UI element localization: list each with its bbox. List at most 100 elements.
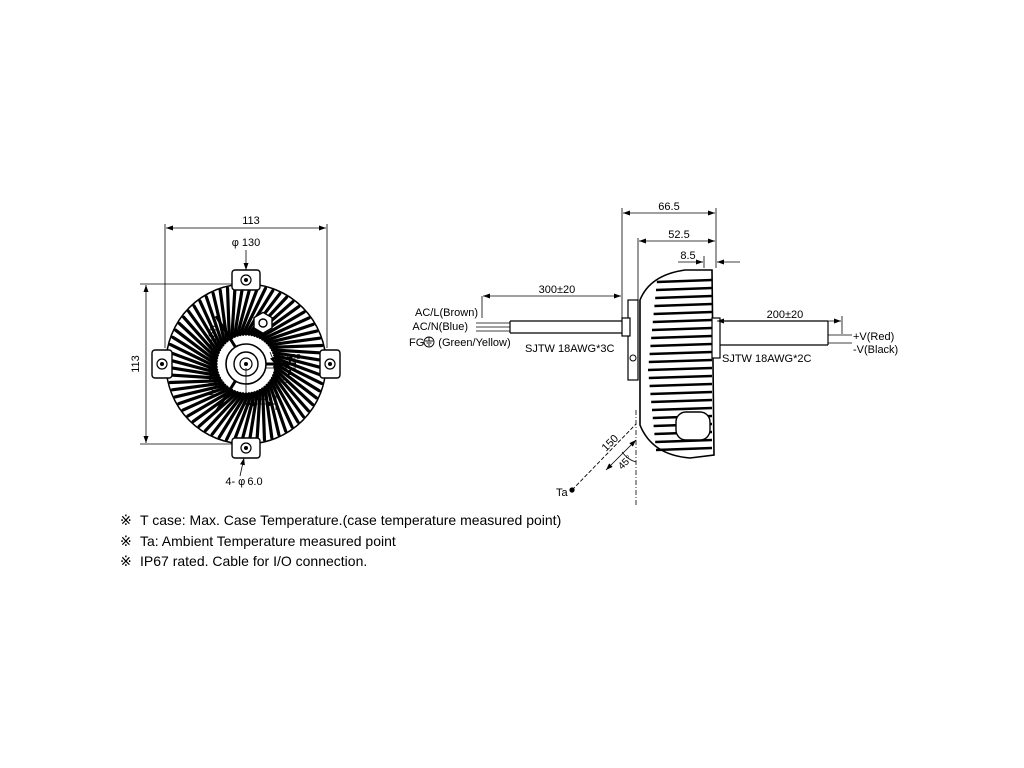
fin: [270, 376, 300, 424]
tcase-dimensions: [245, 356, 296, 410]
fin: [177, 321, 219, 360]
fin: [273, 371, 310, 413]
output-cable-length: 200±20: [767, 309, 804, 321]
height-dimension: [140, 283, 246, 445]
tcase-point: [273, 364, 279, 370]
fin: [167, 373, 222, 380]
fin: [263, 385, 274, 440]
fin: [273, 356, 325, 378]
ac-n-label: AC/N(Blue): [412, 321, 468, 333]
fin: [258, 310, 306, 340]
fin: [203, 391, 242, 433]
ac-l-label: AC/L(Brown): [415, 307, 478, 319]
side-fin: [650, 342, 713, 348]
fin: [168, 342, 218, 369]
outer-diameter-value: 130: [242, 237, 260, 249]
fin: [267, 381, 288, 433]
notes-list: ※ T case: Max. Case Temperature.(case tem…: [120, 510, 561, 572]
note-text: T case: Max. Case Temperature.(case temp…: [140, 512, 562, 528]
fin: [170, 381, 225, 392]
side-fin: [652, 318, 713, 324]
phi-symbol: φ: [232, 237, 239, 249]
note-item: ※ T case: Max. Case Temperature.(case tem…: [120, 510, 561, 531]
ta-distance: 150: [600, 433, 621, 454]
fin: [272, 350, 326, 363]
side-fin: [651, 334, 713, 340]
fin: [174, 328, 218, 363]
note-mark: ※: [120, 512, 132, 528]
fin: [192, 304, 222, 352]
side-fin: [651, 406, 713, 412]
fin: [224, 392, 251, 442]
fin: [270, 348, 325, 355]
fin: [263, 322, 315, 343]
side-view: 66.5 52.5 8.5 300±20 AC/L(Brown) AC/N(Bl…: [409, 201, 898, 505]
fg-label: FG (Green/Yellow): [409, 337, 511, 349]
fin: [261, 387, 267, 442]
fin: [272, 373, 306, 419]
fin: [171, 335, 218, 366]
tcase-offset-y: 3: [278, 378, 290, 384]
note-text: IP67 rated. Cable for I/O connection.: [140, 553, 368, 569]
cable-gland: [621, 317, 631, 337]
side-fin: [654, 302, 713, 308]
v-minus-label: -V(Black): [853, 344, 898, 356]
side-fin: [655, 286, 713, 292]
fin: [269, 379, 294, 429]
fin: [181, 387, 231, 412]
side-fin: [649, 350, 713, 356]
hole-count-prefix: 4-: [225, 476, 235, 488]
fin: [204, 295, 225, 347]
side-fin: [647, 366, 713, 372]
mounting-plate: [627, 299, 639, 381]
fin: [173, 383, 227, 399]
mount-bolt: [629, 354, 637, 362]
fin: [265, 383, 281, 437]
fin: [186, 388, 234, 418]
mounting-ears: [151, 269, 341, 459]
ta-point: [569, 487, 575, 493]
fin: [217, 392, 248, 439]
width-dim-label: 113: [242, 215, 260, 227]
fin: [255, 388, 262, 443]
fin: [265, 329, 319, 345]
ground-icon: [423, 336, 435, 348]
fin: [177, 385, 229, 406]
side-fin: [655, 294, 713, 300]
fin: [273, 368, 315, 407]
fg-suffix: (Green/Yellow): [438, 337, 510, 349]
fin: [186, 309, 220, 355]
tcase-label: T case: [274, 351, 301, 361]
fin: [210, 392, 245, 436]
fin: [269, 343, 324, 349]
fin: [230, 285, 237, 340]
side-fin: [655, 446, 713, 452]
output-cable-type: SJTW 18AWG*2C: [722, 353, 811, 365]
fg-prefix: FG: [409, 337, 424, 349]
thread-label: M10*P1.5*18h: [207, 325, 219, 396]
input-cable: [476, 293, 622, 334]
fin: [247, 390, 260, 444]
hex-nut: [253, 311, 273, 335]
note-mark: ※: [120, 553, 132, 569]
hole-phi: φ: [238, 476, 245, 488]
fin: [261, 316, 311, 341]
fin: [273, 353, 326, 370]
fin: [168, 379, 223, 385]
dim-total-label: 66.5: [658, 201, 679, 213]
dim-rim-label: 8.5: [680, 250, 695, 262]
fin: [225, 286, 231, 341]
hole-diameter: 6.0: [247, 476, 262, 488]
side-fin: [650, 390, 713, 396]
fin: [267, 336, 322, 347]
fin: [235, 284, 252, 337]
output-gland: [711, 317, 721, 359]
fin: [167, 350, 219, 372]
note-mark: ※: [120, 532, 132, 549]
side-fin: [651, 326, 713, 332]
side-fin: [651, 398, 713, 404]
